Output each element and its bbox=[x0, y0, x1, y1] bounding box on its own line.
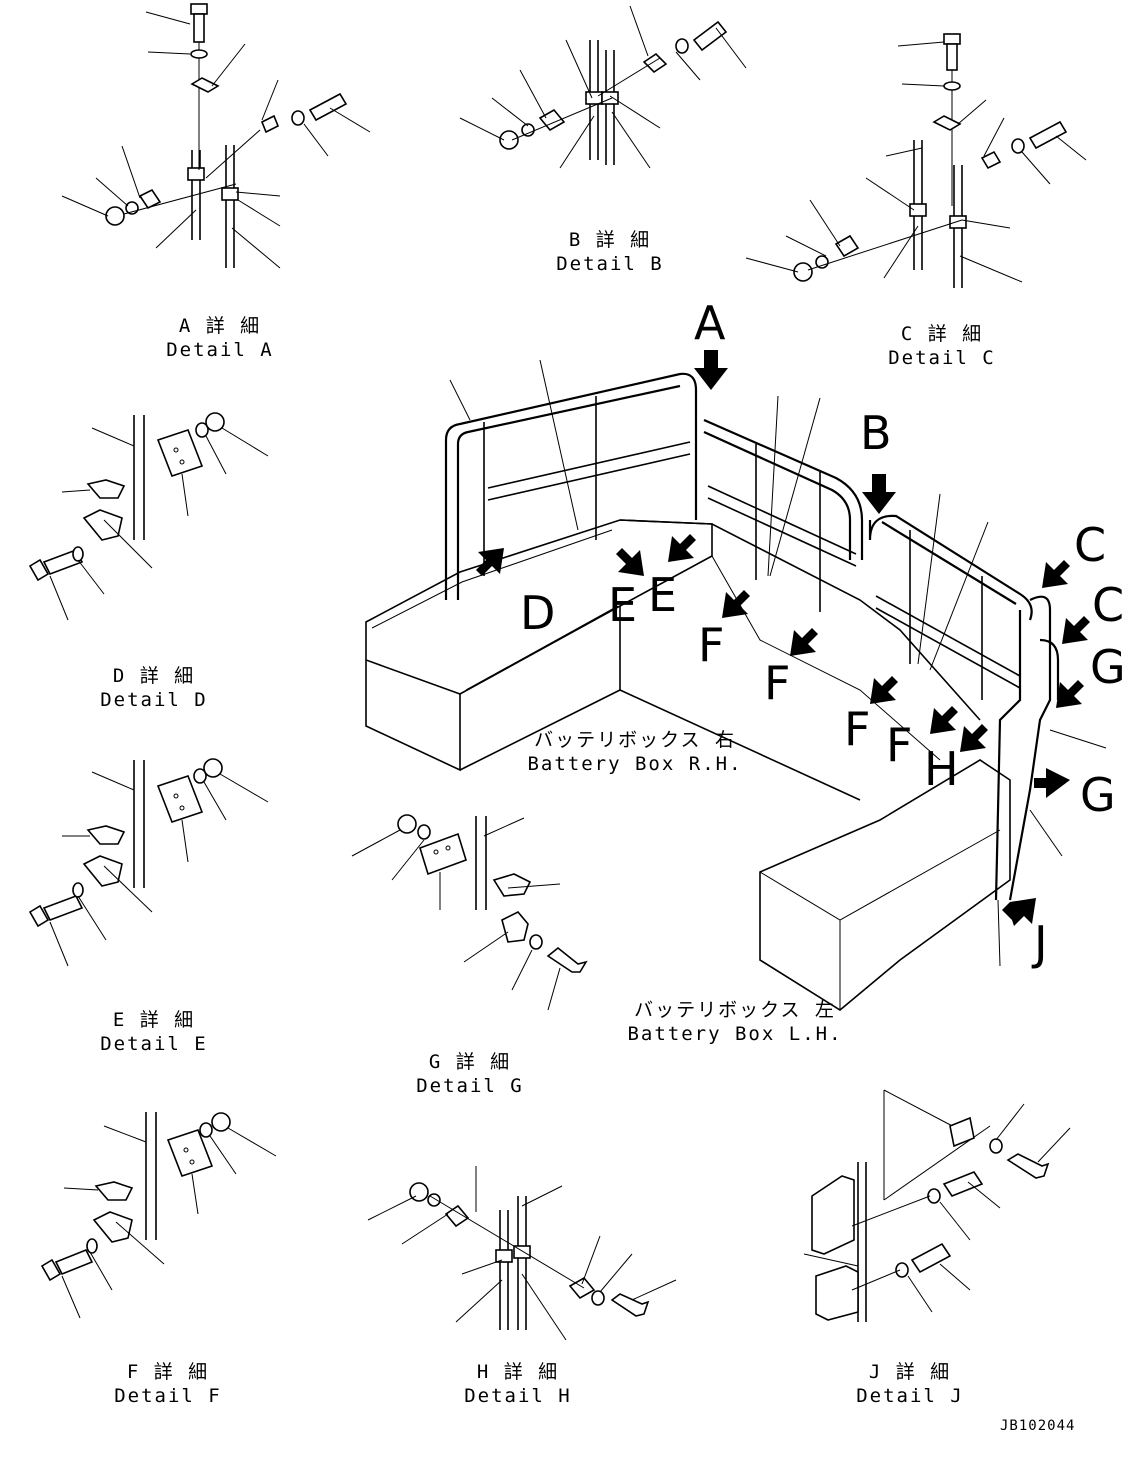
caption-jp: F 詳 細 bbox=[126, 1361, 210, 1383]
caption-en: Detail A bbox=[166, 339, 274, 361]
caption-en: Detail B bbox=[556, 253, 664, 275]
caption-en: Detail G bbox=[416, 1075, 524, 1097]
arrow-f3 bbox=[870, 676, 898, 704]
caption-en: Detail H bbox=[464, 1385, 572, 1407]
callout-c2: C bbox=[1092, 578, 1125, 632]
callout-a: A bbox=[694, 296, 726, 350]
document-id: JB102044 bbox=[1000, 1418, 1076, 1434]
caption-detail-j: J 詳 細 Detail J bbox=[840, 1360, 980, 1408]
arrow-e1 bbox=[616, 548, 644, 576]
detail-a-drawing bbox=[61, 3, 371, 269]
caption-jp: D 詳 細 bbox=[112, 665, 196, 687]
arrow-e2 bbox=[668, 534, 696, 562]
arrow-a bbox=[694, 350, 728, 390]
main-assembly-drawing bbox=[365, 359, 1107, 1011]
callout-g1: G bbox=[1090, 640, 1126, 694]
arrow-j bbox=[1002, 898, 1036, 926]
caption-jp: E 詳 細 bbox=[112, 1009, 196, 1031]
label-en: Battery Box R.H. bbox=[527, 753, 743, 775]
caption-jp: B 詳 細 bbox=[568, 229, 652, 251]
caption-detail-h: H 詳 細 Detail H bbox=[448, 1360, 588, 1408]
arrow-h bbox=[960, 724, 988, 752]
caption-detail-g: G 詳 細 Detail G bbox=[400, 1050, 540, 1098]
arrow-c1 bbox=[1042, 560, 1070, 588]
arrow-c2 bbox=[1062, 616, 1090, 644]
callout-f1: F bbox=[698, 618, 725, 672]
caption-detail-e: E 詳 細 Detail E bbox=[84, 1008, 224, 1056]
callout-h: H bbox=[924, 742, 959, 796]
detail-c-drawing bbox=[745, 33, 1087, 288]
caption-jp: C 詳 細 bbox=[900, 323, 984, 345]
callout-b: B bbox=[860, 406, 892, 460]
callout-arrows bbox=[476, 350, 1090, 926]
detail-g-drawing bbox=[351, 814, 588, 1011]
caption-detail-c: C 詳 細 Detail C bbox=[872, 322, 1012, 370]
arrow-f4 bbox=[930, 706, 958, 734]
detail-d-drawing bbox=[28, 412, 269, 621]
label-jp: バッテリボックス 左 bbox=[634, 999, 836, 1021]
callout-f4: F bbox=[886, 718, 913, 772]
arrow-f2 bbox=[790, 628, 818, 656]
caption-jp: H 詳 細 bbox=[476, 1361, 560, 1383]
caption-detail-a: A 詳 細 Detail A bbox=[150, 314, 290, 362]
caption-en: Detail C bbox=[888, 347, 996, 369]
detail-b-drawing bbox=[459, 5, 747, 169]
caption-detail-d: D 詳 細 Detail D bbox=[84, 664, 224, 712]
caption-jp: J 詳 細 bbox=[868, 1361, 952, 1383]
arrow-f1 bbox=[722, 590, 750, 618]
callout-d: D bbox=[520, 586, 556, 640]
caption-en: Detail E bbox=[100, 1033, 208, 1055]
callout-j: J bbox=[1034, 916, 1048, 970]
label-en: Battery Box L.H. bbox=[627, 1023, 843, 1045]
arrow-g2 bbox=[1034, 768, 1070, 798]
caption-jp: A 詳 細 bbox=[178, 315, 262, 337]
caption-detail-f: F 詳 細 Detail F bbox=[98, 1360, 238, 1408]
detail-f-drawing bbox=[40, 1112, 277, 1319]
caption-detail-b: B 詳 細 Detail B bbox=[540, 228, 680, 276]
arrow-g1 bbox=[1056, 680, 1084, 708]
label-battery-box-lh: バッテリボックス 左 Battery Box L.H. bbox=[620, 998, 850, 1046]
caption-en: Detail F bbox=[114, 1385, 222, 1407]
callout-e2: E bbox=[648, 568, 678, 622]
callout-f3: F bbox=[844, 702, 871, 756]
caption-en: Detail J bbox=[856, 1385, 964, 1407]
arrow-b bbox=[862, 474, 896, 514]
label-battery-box-rh: バッテリボックス 右 Battery Box R.H. bbox=[520, 728, 750, 776]
detail-j-drawing bbox=[803, 1089, 1071, 1322]
caption-jp: G 詳 細 bbox=[428, 1051, 512, 1073]
detail-h-drawing bbox=[367, 1166, 677, 1341]
callout-e1: E bbox=[608, 578, 638, 632]
callout-c1: C bbox=[1074, 518, 1107, 572]
label-jp: バッテリボックス 右 bbox=[534, 729, 736, 751]
arrow-d bbox=[476, 548, 504, 576]
caption-en: Detail D bbox=[100, 689, 208, 711]
callout-g2: G bbox=[1080, 768, 1116, 822]
callout-f2: F bbox=[764, 656, 791, 710]
detail-e-drawing bbox=[28, 758, 269, 967]
